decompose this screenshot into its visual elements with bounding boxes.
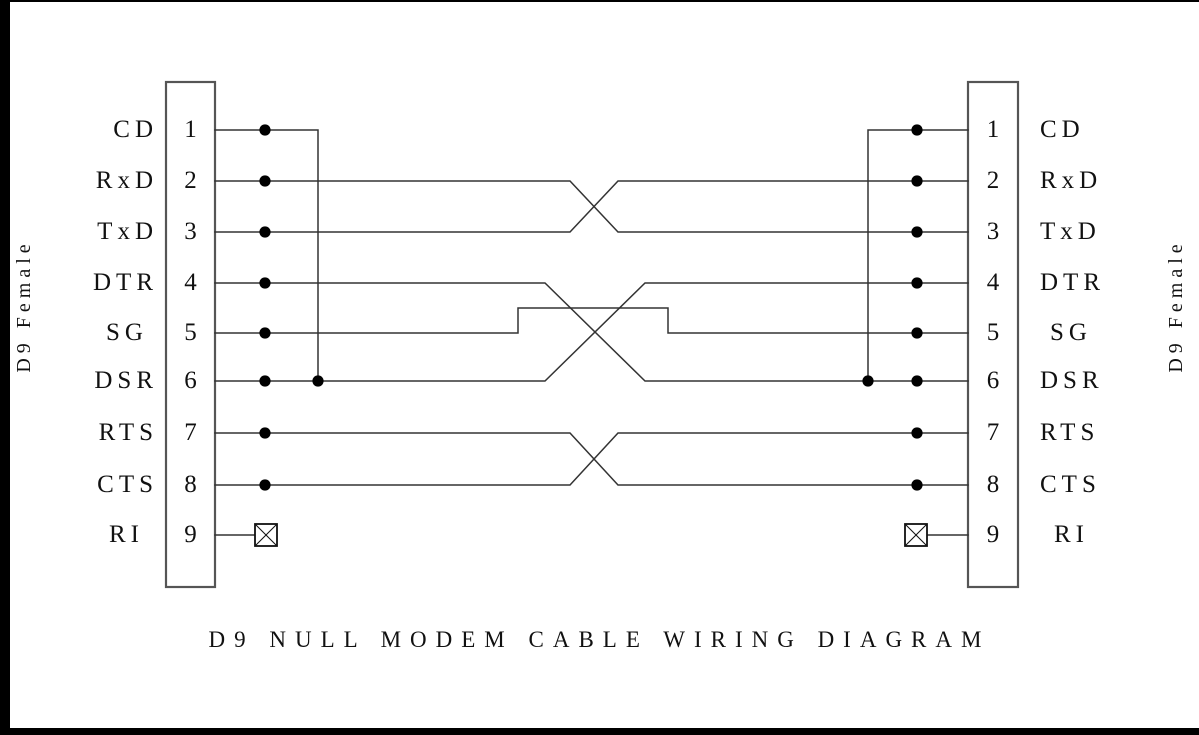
wire-txd-to-rxd <box>264 180 918 233</box>
connector-body-right <box>966 80 1020 589</box>
pin-number-left-3: 3 <box>184 218 197 245</box>
junction-dot-left-pin-4 <box>259 277 271 289</box>
junction-dot-left-pin-6 <box>259 375 271 387</box>
junction-dot-left-pin-7 <box>259 427 271 439</box>
pin-signal-left-8: CTS <box>97 471 158 498</box>
wire-dtr-to-dsr <box>264 282 918 382</box>
junction-dot-right-pin-7 <box>911 427 923 439</box>
pin-signal-left-4: DTR <box>93 269 158 296</box>
pin-number-right-3: 3 <box>986 218 1000 245</box>
pin-number-right-9: 9 <box>986 521 1000 548</box>
pin-number-right-1: 1 <box>986 116 1000 143</box>
junction-dot-right-pin-2 <box>911 175 923 187</box>
no-connect-symbol-left <box>254 523 278 547</box>
pin-signal-left-7: RTS <box>98 419 158 446</box>
pin-number-right-2: 2 <box>986 167 1000 194</box>
pin-signal-right-7: RTS <box>1040 419 1100 446</box>
no-connect-symbol-right-slash-b <box>904 523 928 547</box>
pin-signal-right-4: DTR <box>1040 269 1105 296</box>
pin-number-left-4: 4 <box>184 269 197 296</box>
pin-number-right-5: 5 <box>986 319 1000 346</box>
junction-dot-right-pin-3 <box>911 226 923 238</box>
junction-dot-right-pin-1 <box>911 124 923 136</box>
pin-number-left-8: 8 <box>184 471 197 498</box>
pin-number-left-1: 1 <box>184 116 197 143</box>
pin-signal-left-5: SG <box>106 319 148 346</box>
junction-dot-left-cd-dsr-tie <box>312 375 324 387</box>
jumper-left-cd-to-dsr <box>264 129 319 382</box>
pin-signal-left-2: RxD <box>95 167 158 194</box>
junction-dot-left-pin-5 <box>259 327 271 339</box>
jumper-right-cd-to-dsr <box>867 129 918 382</box>
pin-signal-right-1: CD <box>1040 116 1085 143</box>
pin-signal-left-1: CD <box>113 116 158 143</box>
connector-label-left: D9 Female <box>13 239 35 373</box>
wire-rxd-to-txd <box>264 180 918 233</box>
pin-signal-right-6: DSR <box>1040 367 1104 394</box>
pin-signal-left-6: DSR <box>94 367 158 394</box>
pin-signal-right-2: RxD <box>1040 167 1103 194</box>
wire-dsr-to-dtr <box>264 282 918 382</box>
no-connect-symbol-left-slash-b <box>254 523 278 547</box>
pin-number-right-7: 7 <box>986 419 1000 446</box>
junction-dot-right-pin-6 <box>911 375 923 387</box>
pin-number-left-2: 2 <box>184 167 197 194</box>
junction-dot-left-pin-8 <box>259 479 271 491</box>
junction-dot-right-pin-4 <box>911 277 923 289</box>
pin-number-left-5: 5 <box>184 319 197 346</box>
pin-signal-left-9: RI <box>109 521 144 548</box>
pin-number-right-8: 8 <box>986 471 1000 498</box>
frame-border-top <box>0 0 1199 2</box>
junction-dot-right-cd-dsr-tie <box>862 375 874 387</box>
junction-dot-left-pin-3 <box>259 226 271 238</box>
connector-body-left <box>164 80 217 589</box>
wire-rts-to-cts <box>264 432 918 486</box>
pin-number-left-9: 9 <box>184 521 197 548</box>
wire-sg-to-sg <box>264 307 918 334</box>
frame-border-bottom <box>0 728 1199 735</box>
pin-number-left-7: 7 <box>184 419 197 446</box>
pin-number-right-6: 6 <box>986 367 1000 394</box>
pin-number-left-6: 6 <box>184 367 197 394</box>
no-connect-symbol-right <box>904 523 928 547</box>
junction-dot-right-pin-8 <box>911 479 923 491</box>
junction-dot-left-pin-1 <box>259 124 271 136</box>
pin-signal-right-9: RI <box>1054 521 1089 548</box>
wire-cts-to-rts <box>264 432 918 486</box>
pin-signal-right-3: TxD <box>1040 218 1101 245</box>
frame-border-left <box>0 0 10 735</box>
junction-dot-left-pin-2 <box>259 175 271 187</box>
pin-signal-right-5: SG <box>1050 319 1092 346</box>
page-title: D9 NULL MODEM CABLE WIRING DIAGRAM <box>208 627 991 652</box>
connector-label-right: D9 Female <box>1165 239 1187 373</box>
pin-signal-left-3: TxD <box>97 218 158 245</box>
junction-dot-right-pin-5 <box>911 327 923 339</box>
pin-signal-right-8: CTS <box>1040 471 1101 498</box>
pin-number-right-4: 4 <box>986 269 1000 296</box>
